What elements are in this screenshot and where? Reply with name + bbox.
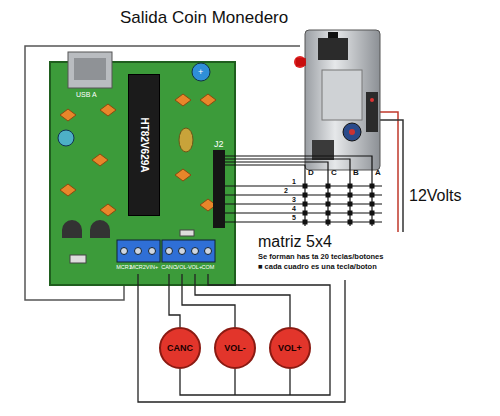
power-wire bbox=[378, 112, 398, 232]
row-label: 2 bbox=[284, 187, 288, 194]
note: ■ cada cuadro es una tecla/boton bbox=[258, 263, 377, 271]
node-text: CANC bbox=[167, 344, 193, 353]
voltage-label: 12Volts bbox=[409, 188, 461, 204]
key-square bbox=[303, 193, 308, 198]
key-square bbox=[348, 184, 353, 189]
key-square bbox=[348, 202, 353, 207]
key-square bbox=[370, 202, 375, 207]
key-square bbox=[303, 184, 308, 189]
node-text: HT82V629A bbox=[139, 117, 149, 172]
polarity-mark: + bbox=[198, 68, 203, 77]
pcb-board bbox=[50, 52, 235, 285]
key-square bbox=[348, 220, 353, 225]
note: Se forman has ta 20 teclas/botones bbox=[258, 253, 383, 261]
row-label: 4 bbox=[292, 205, 296, 212]
push-button: CANC bbox=[159, 327, 201, 369]
coin-acceptor bbox=[294, 30, 380, 170]
pin-name: COM bbox=[202, 265, 215, 271]
power-wire bbox=[378, 120, 403, 232]
key-square bbox=[326, 220, 331, 225]
pin-name: VOL- bbox=[176, 265, 189, 271]
node-text: VOL+ bbox=[278, 344, 302, 353]
column-label: C bbox=[331, 169, 337, 177]
node-text: VOL- bbox=[224, 344, 246, 353]
row-label: 1 bbox=[292, 178, 296, 185]
key-square bbox=[326, 193, 331, 198]
matrix-title: matriz 5x4 bbox=[258, 234, 332, 250]
button-wiring bbox=[138, 274, 345, 402]
key-square bbox=[303, 220, 308, 225]
key-square bbox=[370, 211, 375, 216]
connector-label: USB A bbox=[76, 91, 97, 98]
key-square bbox=[370, 193, 375, 198]
key-square bbox=[370, 220, 375, 225]
key-square bbox=[348, 211, 353, 216]
column-label: B bbox=[353, 169, 359, 177]
header-label: J2 bbox=[214, 140, 224, 149]
column-label: D bbox=[308, 169, 314, 177]
key-squares bbox=[303, 184, 375, 225]
pin-name: MCR1 bbox=[116, 265, 132, 271]
key-square bbox=[326, 202, 331, 207]
row-label: 5 bbox=[292, 214, 296, 221]
ic-chip: HT82V629A bbox=[128, 74, 160, 216]
key-square bbox=[326, 211, 331, 216]
key-square bbox=[370, 184, 375, 189]
coin-wire bbox=[25, 46, 300, 300]
pin-name: VIN+ bbox=[146, 265, 158, 271]
key-square bbox=[348, 193, 353, 198]
pin-name: MCR2 bbox=[130, 265, 146, 271]
pin-name: CANC bbox=[161, 265, 177, 271]
row-label: 3 bbox=[292, 196, 296, 203]
key-square bbox=[303, 211, 308, 216]
push-button: VOL- bbox=[214, 327, 256, 369]
column-label: A bbox=[375, 169, 381, 177]
push-button: VOL+ bbox=[269, 327, 311, 369]
matrix-wiring bbox=[225, 156, 382, 226]
pin-name: VOL+ bbox=[188, 265, 202, 271]
key-square bbox=[326, 184, 331, 189]
key-square bbox=[303, 202, 308, 207]
title: Salida Coin Monedero bbox=[120, 9, 288, 26]
